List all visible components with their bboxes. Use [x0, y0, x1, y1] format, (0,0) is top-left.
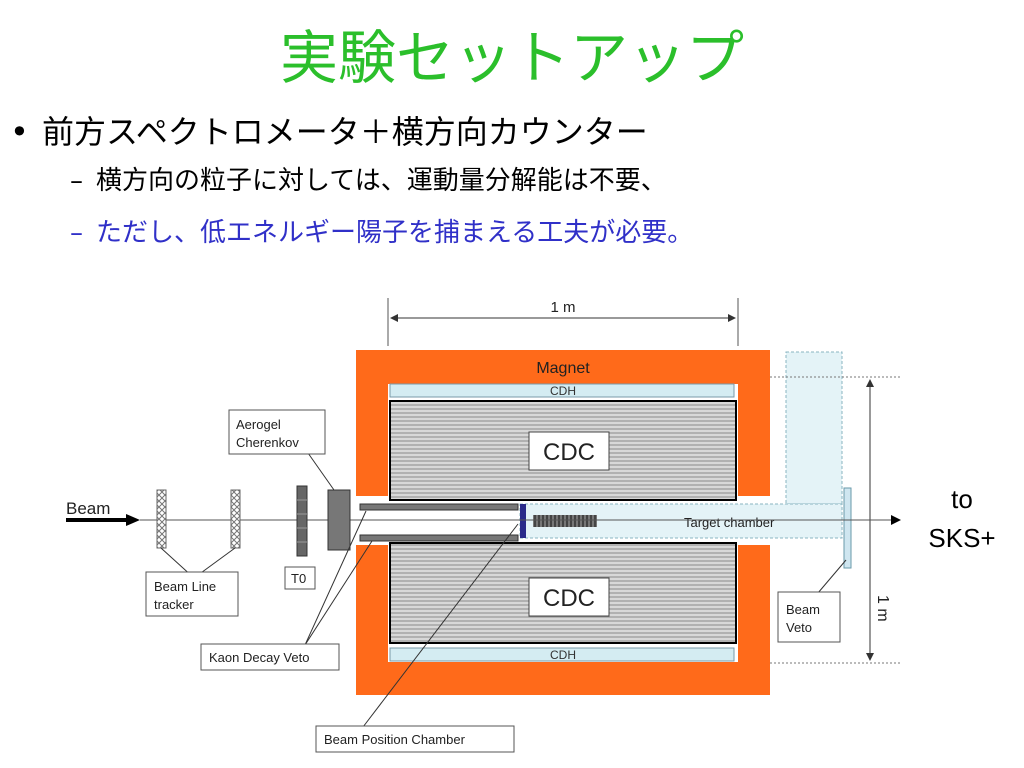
aerogel-label-2: Cherenkov	[236, 435, 299, 450]
sub-bullet-2-text: ただし、低エネルギー陽子を捕まえる工夫が必要。	[96, 218, 694, 248]
dash: –	[70, 218, 83, 248]
magnet-label: Magnet	[536, 360, 590, 377]
beam-veto	[843, 487, 852, 569]
dimension-right-label: 1 m	[874, 595, 891, 622]
to-label: to	[951, 484, 973, 514]
kaon-decay-veto-top	[359, 503, 519, 511]
sub-bullet-1: –横方向の粒子に対しては、運動量分解能は不要、	[70, 164, 667, 198]
kaon-decay-veto-bottom	[359, 534, 519, 542]
t0-label: T0	[291, 571, 306, 586]
kaon-decay-veto-label: Kaon Decay Veto	[209, 650, 309, 665]
beam-veto-label-1: Beam	[786, 602, 820, 617]
beam-line: Beam	[66, 499, 901, 526]
dash: –	[70, 166, 83, 196]
t0-counter	[296, 485, 308, 557]
cdh-top	[389, 383, 735, 398]
bullet-main: • 前方スペクトロメータ＋横方向カウンター	[10, 112, 648, 152]
cdc-bottom-label: CDC	[543, 585, 595, 612]
sub-bullet-1-text: 横方向の粒子に対しては、運動量分解能は不要、	[96, 166, 667, 196]
cdc-top-label: CDC	[543, 439, 595, 466]
target-chamber-label: Target chamber	[684, 515, 775, 530]
beam-line-tracker-2	[230, 489, 241, 549]
sub-bullet-2: –ただし、低エネルギー陽子を捕まえる工夫が必要。	[70, 216, 693, 250]
bullet-dot: •	[10, 113, 29, 151]
beam-position-chamber-label: Beam Position Chamber	[324, 732, 466, 747]
cdh-bottom-label: CDH	[550, 648, 576, 662]
cdh-top-label: CDH	[550, 384, 576, 398]
slide-title: 実験セットアップ	[279, 24, 744, 92]
beam-veto-label-2: Veto	[786, 620, 812, 635]
beam-label: Beam	[66, 499, 110, 518]
cdh-bottom	[389, 647, 735, 662]
beam-line-tracker-label-1: Beam Line	[154, 579, 216, 594]
aerogel-cherenkov	[327, 489, 351, 551]
sks-label: SKS+	[928, 523, 995, 553]
dimension-top: 1 m	[387, 298, 739, 346]
bullet-main-text: 前方スペクトロメータ＋横方向カウンター	[42, 113, 648, 151]
dimension-top-label: 1 m	[550, 299, 575, 316]
beam-line-tracker-1	[156, 489, 167, 549]
magnet: Magnet	[356, 350, 770, 695]
beam-line-tracker-label-2: tracker	[154, 597, 194, 612]
aerogel-label-1: Aerogel	[236, 417, 281, 432]
